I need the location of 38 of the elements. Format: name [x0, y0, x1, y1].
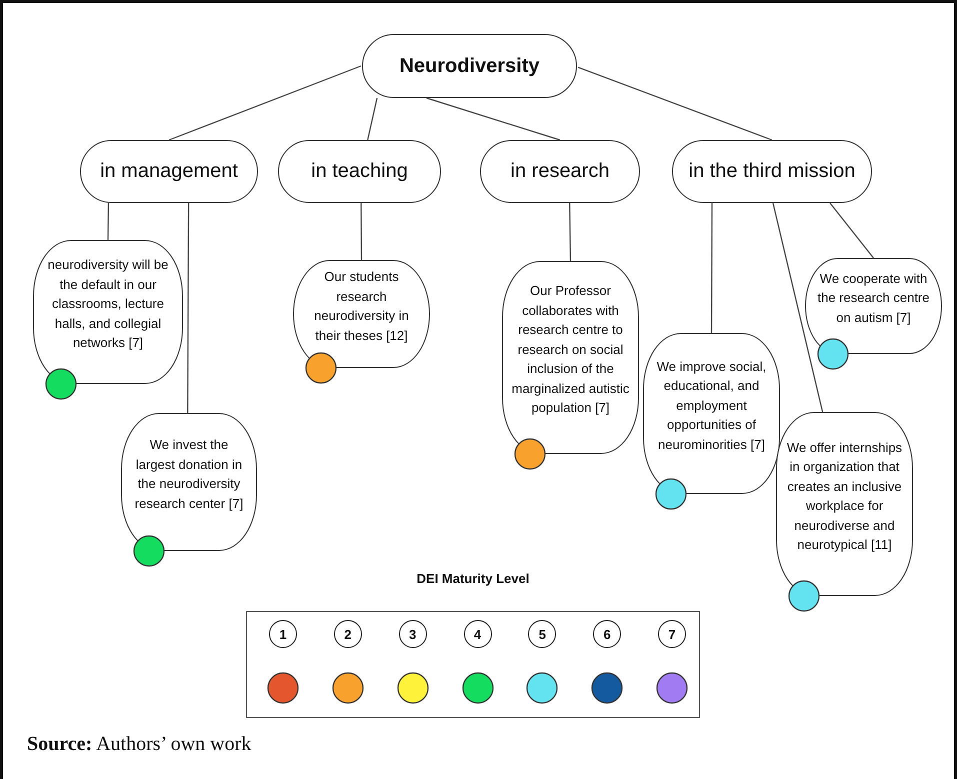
statement-box	[776, 412, 913, 596]
node-text: We offer internships in organization that creates an inclusive workplace for neurodiverse and neurotypical [11]	[786, 438, 904, 554]
level-number: 7	[658, 620, 686, 648]
connector-line	[710, 203, 713, 333]
legend-title: DEI Maturity Level	[416, 571, 530, 586]
level-number: 2	[334, 620, 362, 648]
node-text: in management	[100, 160, 238, 183]
node-text: We improve social, educational, and employment opportunities of neurominorities [7]	[656, 358, 768, 454]
statement-box	[502, 261, 639, 454]
level-number: 6	[593, 620, 622, 648]
connector-line	[187, 203, 190, 413]
connector-line	[168, 65, 362, 141]
statement-box	[805, 258, 942, 354]
level-number: 5	[528, 620, 556, 648]
node-text: in teaching	[311, 160, 408, 183]
connector-line	[578, 66, 772, 141]
statement-box	[33, 240, 183, 384]
node-text: Neurodiversity	[399, 54, 540, 78]
node-text: Our students research neurodiversity in their theses [12]	[313, 268, 410, 345]
node-text: in the third mission	[688, 160, 856, 183]
connector-line	[426, 97, 560, 141]
node-text: in research	[510, 160, 610, 183]
node-text: We cooperate with the research centre on autism [7]	[816, 270, 930, 327]
statement-box	[121, 413, 257, 551]
node-text: neurodiversity will be the default in our classrooms, lecture halls, and collegial networks [7]	[46, 256, 170, 352]
connector-line	[107, 203, 110, 240]
caption: Source: Authors’ own work	[27, 733, 252, 756]
connector-line	[360, 203, 362, 260]
statement-box	[643, 333, 780, 494]
level-number: 4	[464, 620, 492, 648]
connector-line	[772, 202, 824, 412]
node-text: Our Professor collaborates with research centre to research on social inclusion of the marginalized autistic population [7]	[511, 282, 630, 418]
connector-line	[569, 202, 572, 262]
level-number: 1	[269, 620, 297, 648]
connector-line	[367, 98, 378, 140]
connector-line	[830, 202, 874, 258]
level-number: 3	[398, 620, 427, 648]
node-text: We invest the largest donation in the neurodiversity research center [7]	[134, 436, 244, 513]
